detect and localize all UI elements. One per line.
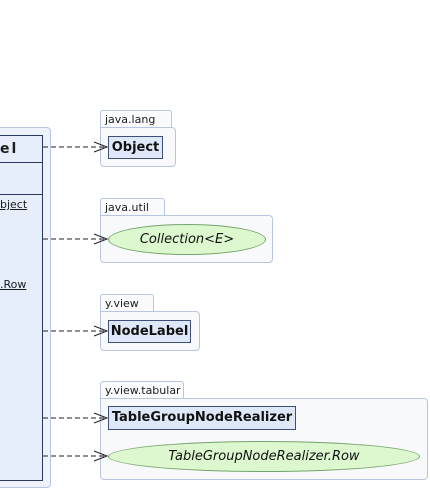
package-tab-java-lang: java.lang: [100, 110, 172, 128]
class-nodelabel[interactable]: NodeLabel: [108, 320, 191, 343]
arrowhead-row: [93, 450, 109, 462]
package-tab-java-util: java.util: [100, 198, 165, 216]
package-tab-y-view: y.view: [100, 294, 154, 312]
main-class-row-type[interactable]: .Row: [0, 278, 27, 291]
arrowhead-object: [93, 141, 109, 153]
package-tab-y-view-tabular: y.view.tabular: [100, 381, 184, 399]
main-class-title: el: [0, 141, 19, 157]
main-class-separator: [0, 162, 43, 163]
class-tablegroupnoderealizer[interactable]: TableGroupNodeRealizer: [108, 406, 296, 430]
main-class-box[interactable]: [0, 135, 43, 481]
arrowhead-tablegroupnoderealizer: [93, 412, 109, 424]
main-class-separator: [0, 194, 43, 195]
interface-collection[interactable]: Collection<E>: [108, 224, 266, 255]
arrowhead-nodelabel: [93, 325, 109, 337]
interface-tablegroupnoderealizer-row[interactable]: TableGroupNodeRealizer.Row: [108, 441, 420, 472]
main-class-field-type[interactable]: bject: [0, 198, 28, 211]
arrowhead-collection: [93, 233, 109, 245]
class-object[interactable]: Object: [108, 136, 163, 159]
